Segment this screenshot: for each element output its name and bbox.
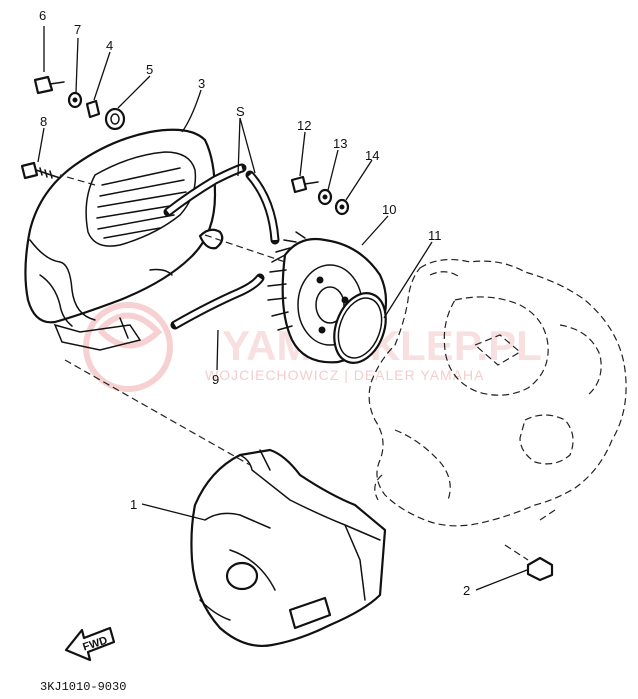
callout-3: 3 <box>198 76 205 91</box>
hoses-9 <box>163 163 280 330</box>
callout-13: 13 <box>333 136 347 151</box>
leader-lines <box>37 26 556 591</box>
engine-crankcase-outline <box>368 258 627 527</box>
callout-5: 5 <box>146 62 153 77</box>
fwd-arrow-icon: FWD <box>64 626 116 662</box>
callout-11: 11 <box>428 228 442 243</box>
air-shroud-3 <box>24 128 224 351</box>
callout-7: 7 <box>74 22 81 37</box>
o-ring-11 <box>333 292 387 364</box>
callout-8: 8 <box>40 114 47 129</box>
callout-s: S <box>236 104 245 119</box>
callout-14: 14 <box>365 148 379 163</box>
callouts: 6 7 4 5 3 8 S 12 13 14 10 11 9 1 2 <box>39 8 470 598</box>
watermark-tagline: WOJCIECHOWICZ | DEALER YAMAHA <box>205 367 484 383</box>
air-duct-1 <box>190 448 387 647</box>
watermark-logo-mark <box>97 312 163 349</box>
callout-2: 2 <box>463 583 470 598</box>
callout-10: 10 <box>382 202 396 217</box>
callout-4: 4 <box>106 38 113 53</box>
callout-1: 1 <box>130 497 137 512</box>
callout-9: 9 <box>212 372 219 387</box>
callout-6: 6 <box>39 8 46 23</box>
callout-12: 12 <box>297 118 311 133</box>
hardware <box>20 75 554 582</box>
diagram-code: 3KJ1010-9030 <box>40 680 126 694</box>
